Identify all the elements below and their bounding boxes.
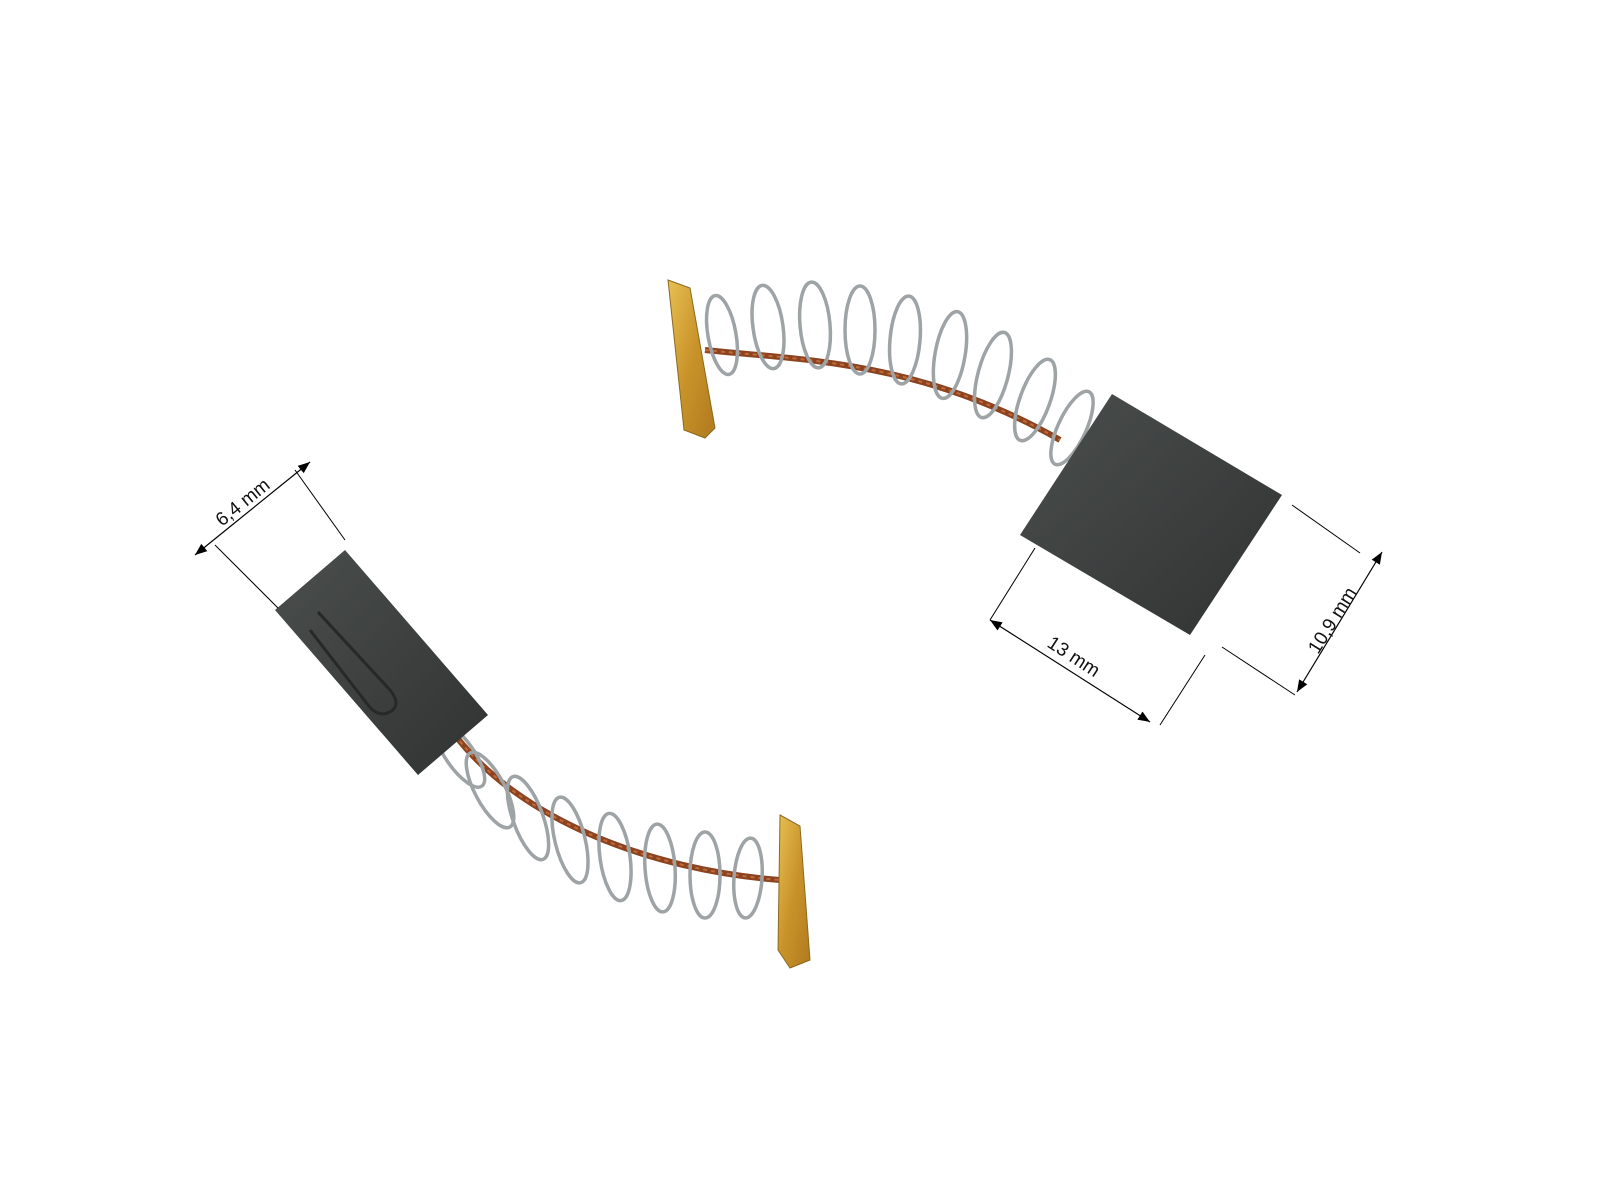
brush-left [275, 550, 811, 969]
brass-terminal-left [777, 814, 811, 969]
dimension-label-width: 10,9 mm [1304, 584, 1361, 658]
spring-left [433, 721, 764, 920]
brass-terminal-right [667, 279, 716, 439]
brush-right [667, 279, 1282, 635]
spring-right [704, 280, 1095, 467]
dimension-label-length: 13 mm [1043, 633, 1103, 682]
copper-wire-left [452, 733, 781, 883]
dimension-label-thickness: 6,4 mm [212, 475, 274, 531]
carbon-block-left [275, 550, 488, 775]
copper-wire-right [704, 347, 1062, 443]
carbon-block-right [1020, 394, 1282, 635]
carbon-groove-left [308, 610, 398, 716]
